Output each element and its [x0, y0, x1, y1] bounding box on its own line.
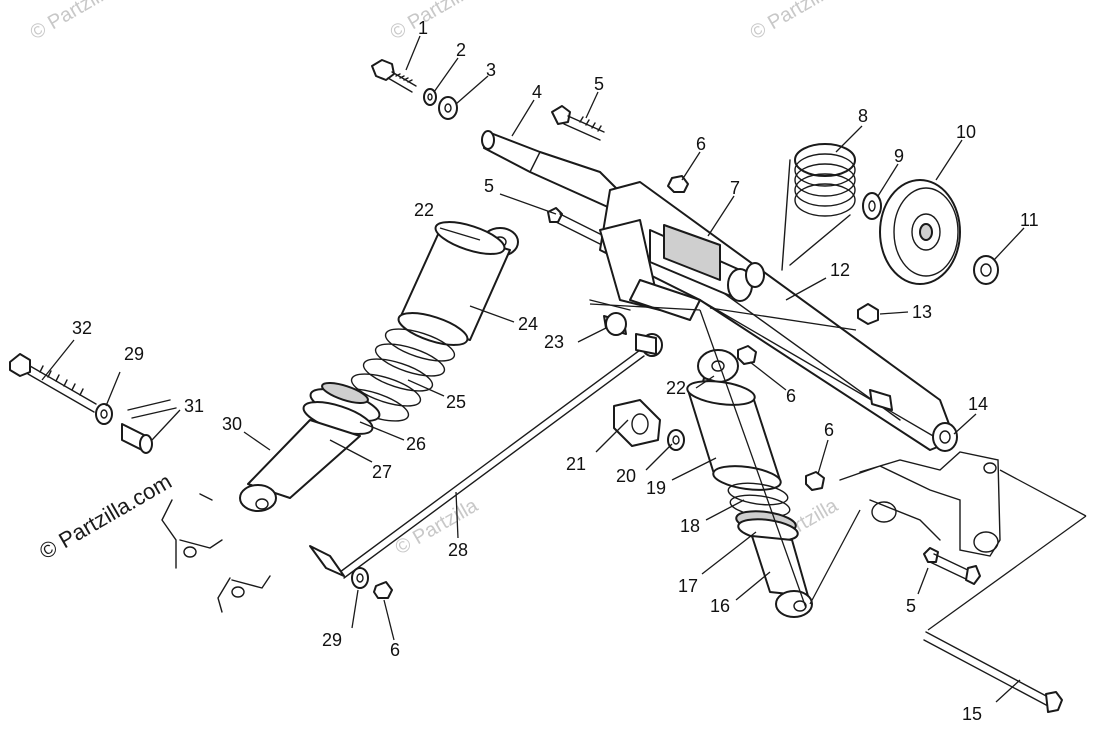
- callout-22-right[interactable]: 22: [666, 378, 686, 398]
- bolt-5-lower[interactable]: [923, 547, 981, 585]
- washer-29-left[interactable]: [95, 403, 113, 425]
- callout-8[interactable]: 8: [858, 106, 868, 126]
- callout-6-upper[interactable]: 6: [696, 134, 706, 154]
- callout-12[interactable]: 12: [830, 260, 850, 280]
- callout-21[interactable]: 21: [566, 454, 586, 474]
- pivot-shaft-7[interactable]: [599, 219, 765, 321]
- watermark-middle: © Partzilla: [392, 494, 483, 559]
- callout-32[interactable]: 32: [72, 318, 92, 338]
- callout-18[interactable]: 18: [680, 516, 700, 536]
- shock-lower-16[interactable]: [751, 535, 813, 618]
- idler-wheel-10[interactable]: [879, 179, 961, 285]
- block-21[interactable]: [613, 399, 661, 447]
- assembly-lines: [589, 303, 1087, 631]
- callout-leaders: [41, 35, 1025, 703]
- callout-9[interactable]: 9: [894, 146, 904, 166]
- nut-6-right[interactable]: [805, 471, 825, 491]
- nut-13[interactable]: [857, 303, 879, 325]
- shock-body-19[interactable]: [686, 377, 782, 493]
- watermark-top-right: © Partzilla: [747, 0, 838, 44]
- callout-15[interactable]: 15: [962, 704, 982, 724]
- callout-6-lower-left[interactable]: 6: [390, 640, 400, 660]
- callout-6-right-upper[interactable]: 6: [786, 386, 796, 406]
- washer-9[interactable]: [862, 192, 882, 220]
- watermark-top-left: © Partzilla: [27, 0, 118, 44]
- callout-17[interactable]: 17: [678, 576, 698, 596]
- callout-14[interactable]: 14: [968, 394, 988, 414]
- watermark-top-center: © Partzilla: [387, 0, 478, 44]
- bolt-5-upper[interactable]: [551, 105, 605, 141]
- nut-6-lower-left[interactable]: [373, 581, 393, 599]
- washer-29-lower[interactable]: [351, 567, 369, 589]
- callout-5-upper[interactable]: 5: [594, 74, 604, 94]
- callout-23[interactable]: 23: [544, 332, 564, 352]
- bushing-31[interactable]: [121, 399, 177, 454]
- callout-27[interactable]: 27: [372, 462, 392, 482]
- bolt-1[interactable]: [371, 59, 417, 93]
- shaft-4[interactable]: [481, 130, 621, 209]
- bolt-15[interactable]: [923, 631, 1063, 713]
- callout-7[interactable]: 7: [730, 178, 740, 198]
- callout-5-mid[interactable]: 5: [484, 176, 494, 196]
- shock-body-24[interactable]: [395, 215, 511, 351]
- callout-22-left[interactable]: 22: [414, 200, 434, 220]
- spacer-11[interactable]: [973, 255, 999, 285]
- credit-label: © Partzilla.com: [35, 469, 176, 565]
- mount-bracket-right: [839, 451, 1001, 557]
- callout-25[interactable]: 25: [446, 392, 466, 412]
- callout-28[interactable]: 28: [448, 540, 468, 560]
- callout-16[interactable]: 16: [710, 596, 730, 616]
- callout-3[interactable]: 3: [486, 60, 496, 80]
- nut-6-upper[interactable]: [667, 175, 689, 193]
- shock-eyelet-30[interactable]: [239, 484, 277, 512]
- callout-numbers: 1 2 3 4 5 6 5 7 8 9 10 11 12 13 14 15 16…: [72, 18, 1039, 724]
- washer-2[interactable]: [423, 88, 437, 106]
- callout-20[interactable]: 20: [616, 466, 636, 486]
- callout-4[interactable]: 4: [532, 82, 542, 102]
- link-rod-28[interactable]: [309, 333, 663, 579]
- callout-11[interactable]: 11: [1020, 210, 1039, 230]
- callout-29-left[interactable]: 29: [124, 344, 144, 364]
- shock-lower-body-27[interactable]: [247, 419, 361, 499]
- callout-24[interactable]: 24: [518, 314, 538, 334]
- bolt-5-mid[interactable]: [547, 207, 605, 245]
- washer-20[interactable]: [667, 429, 685, 451]
- callout-5-lower[interactable]: 5: [906, 596, 916, 616]
- callout-19[interactable]: 19: [646, 478, 666, 498]
- callout-31[interactable]: 31: [184, 396, 204, 416]
- callout-6-right[interactable]: 6: [824, 420, 834, 440]
- torsion-spring-8[interactable]: [781, 143, 856, 271]
- callout-30[interactable]: 30: [222, 414, 242, 434]
- callout-2[interactable]: 2: [456, 40, 466, 60]
- callout-10[interactable]: 10: [956, 122, 976, 142]
- callout-13[interactable]: 13: [912, 302, 932, 322]
- mount-bracket-left: [161, 493, 271, 613]
- callout-29-lower[interactable]: 29: [322, 630, 342, 650]
- nut-6-right-upper[interactable]: [737, 345, 757, 365]
- callout-26[interactable]: 26: [406, 434, 426, 454]
- washer-3[interactable]: [438, 96, 458, 120]
- bolt-32[interactable]: [9, 353, 97, 413]
- callout-1[interactable]: 1: [418, 18, 428, 38]
